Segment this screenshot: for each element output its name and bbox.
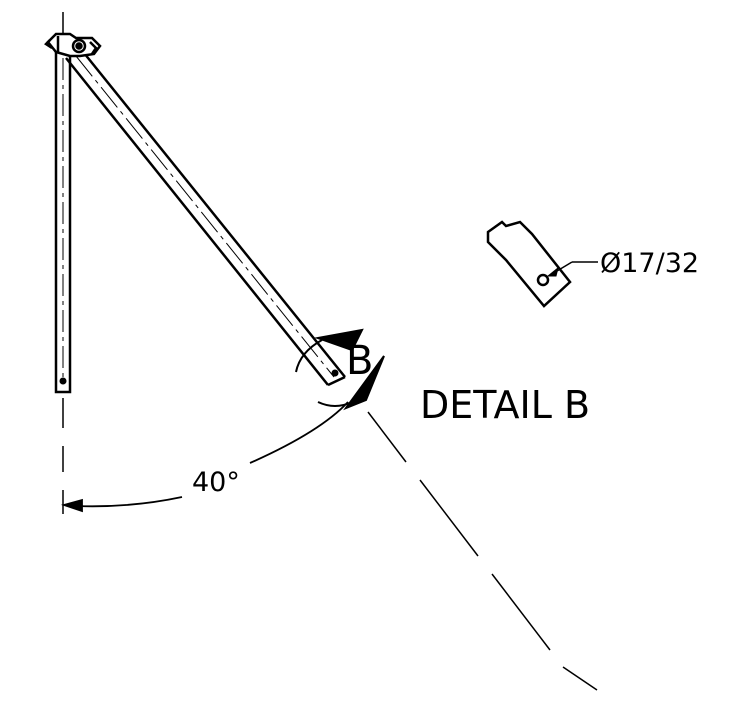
detail-callout-arrows <box>295 328 385 411</box>
diagonal-arm <box>65 47 346 387</box>
detail-b-view <box>486 220 598 308</box>
hole-diameter-dimension: Ø17/32 <box>600 248 699 279</box>
pivot-bracket-icon <box>44 32 102 58</box>
vertical-post <box>54 40 72 394</box>
angle-dimension-value: 40° <box>192 467 240 498</box>
angle-dimension <box>60 401 349 513</box>
detail-callout-label: B <box>346 338 373 384</box>
detail-title: DETAIL B <box>420 383 590 427</box>
angled-centerline <box>367 411 598 691</box>
